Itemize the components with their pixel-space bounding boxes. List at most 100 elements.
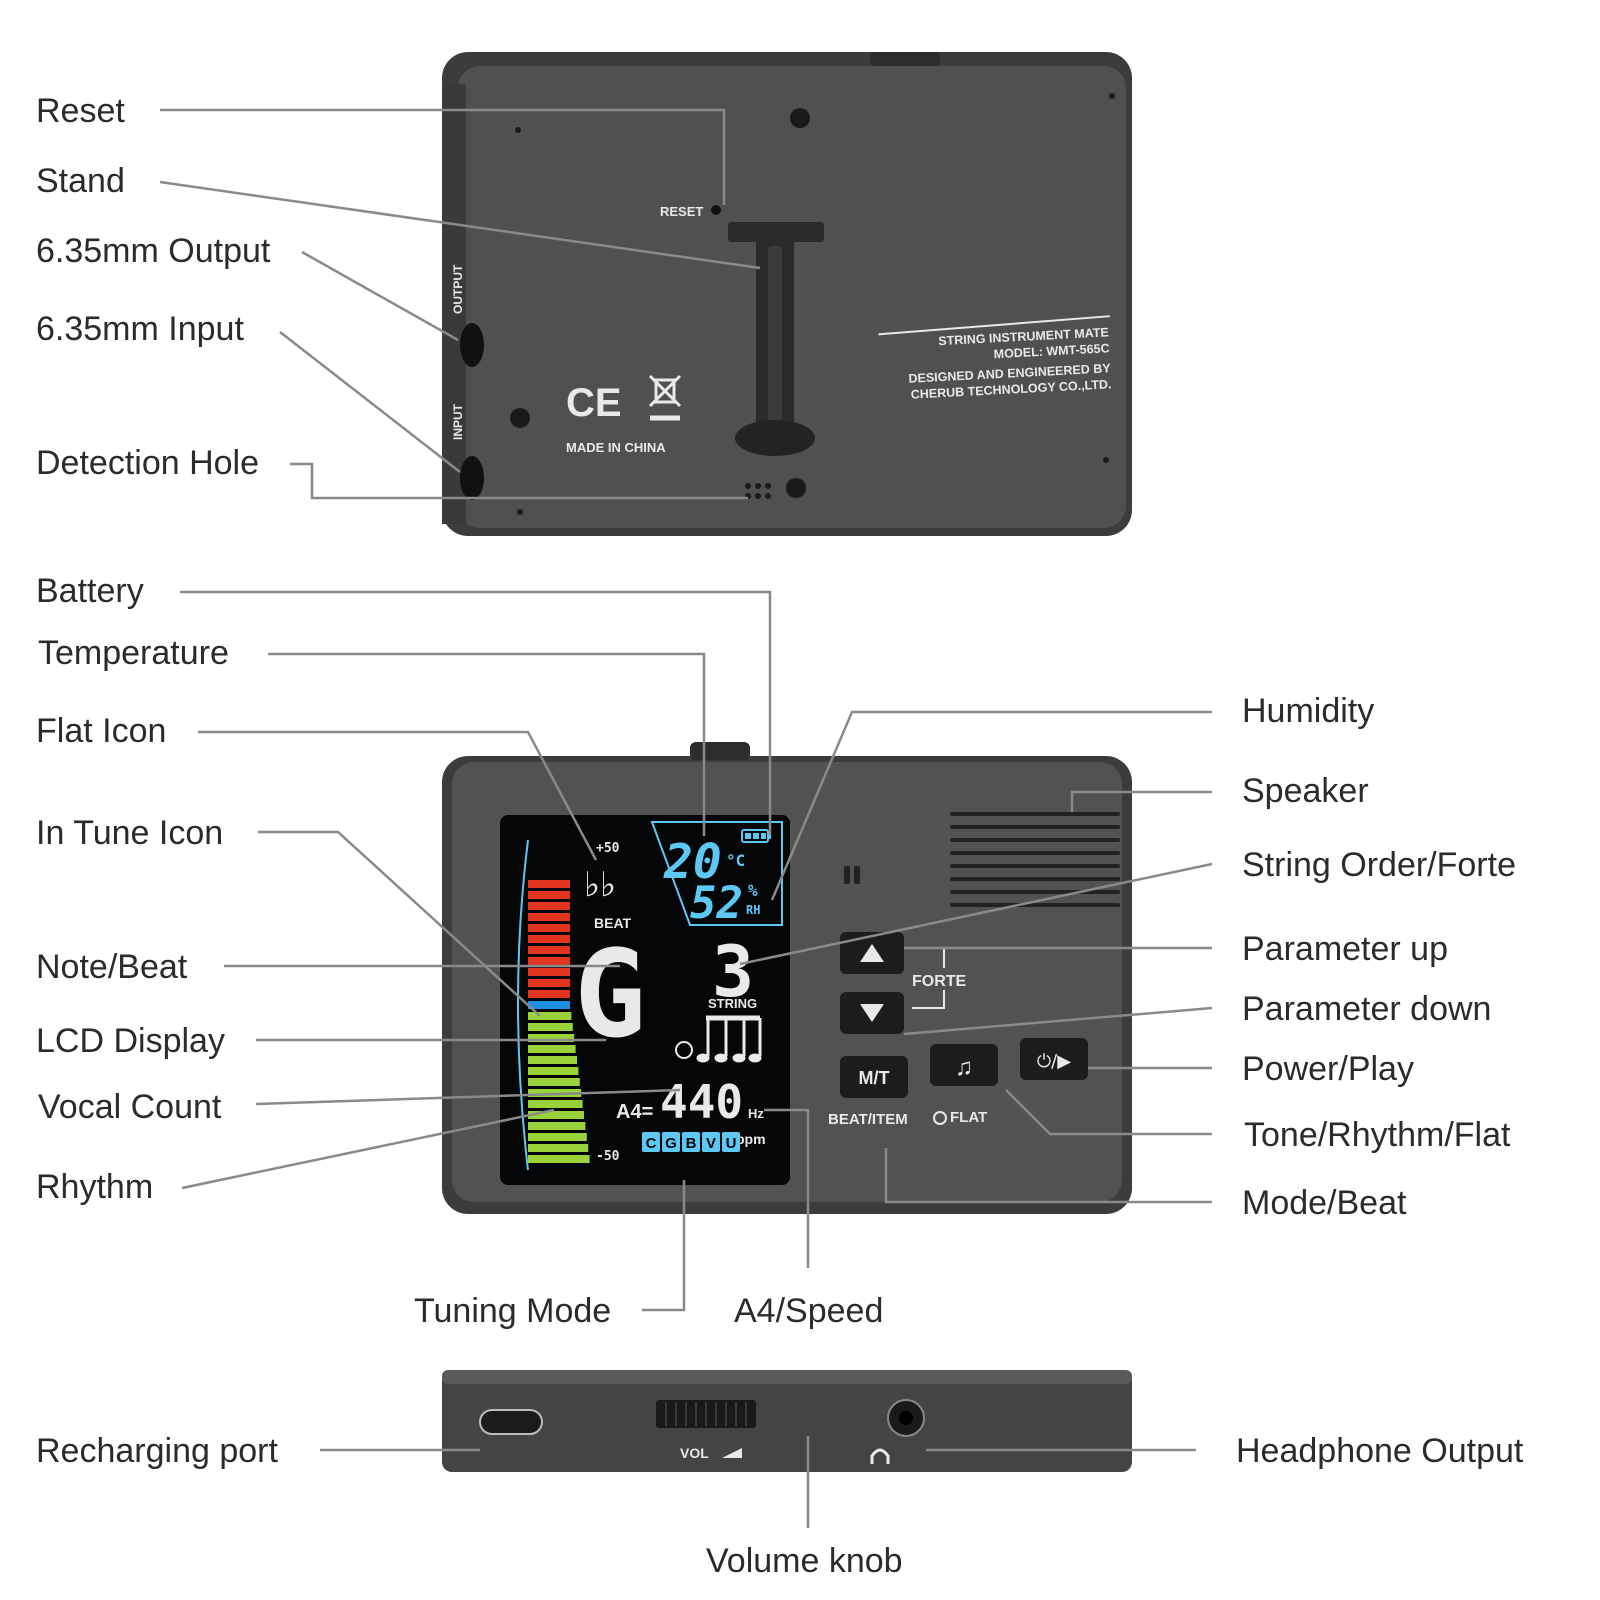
meter-segment xyxy=(528,968,570,976)
callout-detection-hole: Detection Hole xyxy=(36,444,259,482)
speaker-grille xyxy=(950,812,1120,907)
made-in-print: MADE IN CHINA xyxy=(566,440,666,455)
callout-rhythm: Rhythm xyxy=(36,1168,153,1206)
weee-bin-icon xyxy=(648,374,682,421)
meter-segment xyxy=(528,1012,572,1020)
reset-print: RESET xyxy=(660,204,703,219)
mode-box xyxy=(682,1132,700,1152)
string-number: 3 xyxy=(712,931,754,1013)
meter-segment xyxy=(528,935,570,943)
humidity-rh: RH xyxy=(746,903,760,917)
corner-dot xyxy=(517,509,523,515)
callout-parameter-down: Parameter down xyxy=(1242,990,1491,1028)
reset-button[interactable] xyxy=(711,205,721,215)
corner-dot xyxy=(1103,457,1109,463)
mode-beat-button[interactable] xyxy=(840,1056,908,1098)
output-print: OUTPUT xyxy=(451,264,465,314)
back-view: RESET OUTPUT INPUT CE MADE IN CHINA STRI… xyxy=(442,52,1132,536)
knob-ridges xyxy=(665,1402,747,1426)
temperature-value: 20 xyxy=(663,834,722,890)
callout-stand: Stand xyxy=(36,162,125,200)
mode-box xyxy=(662,1132,680,1152)
a4-value: 440 xyxy=(660,1075,743,1129)
stand-foot xyxy=(735,420,815,456)
beat-item-label: BEAT/ITEM xyxy=(828,1111,908,1128)
input-print: INPUT xyxy=(451,403,465,440)
power-play-button[interactable] xyxy=(1020,1038,1088,1080)
output-jack[interactable] xyxy=(460,323,484,367)
mode-box xyxy=(702,1132,720,1152)
mic-slot xyxy=(854,866,860,884)
mode-letter: G xyxy=(665,1135,677,1152)
callout-mode-beat: Mode/Beat xyxy=(1242,1184,1407,1222)
meter-segment xyxy=(528,979,570,987)
music-note-icon: ♫ xyxy=(955,1054,973,1081)
screw-top xyxy=(790,108,810,128)
meter-segment xyxy=(528,1045,576,1053)
meter-segment xyxy=(528,946,570,954)
meter-segment xyxy=(528,1133,587,1141)
ce-mark: CE xyxy=(566,381,622,425)
callout-parameter-up: Parameter up xyxy=(1242,930,1448,968)
callout-volume: Volume knob xyxy=(706,1542,903,1580)
corner-dot xyxy=(515,127,521,133)
climate-frame xyxy=(650,821,783,926)
back-side-edge xyxy=(442,84,466,524)
callout-input: 6.35mm Input xyxy=(36,310,244,348)
mode-letter: U xyxy=(726,1135,737,1152)
forte-label: FORTE xyxy=(912,973,967,990)
tone-rhythm-flat-button[interactable] xyxy=(930,1044,998,1086)
a4-label: A4= xyxy=(616,1101,653,1123)
power-play-icon: ⏻/▶ xyxy=(1037,1051,1071,1072)
edge-body xyxy=(442,1370,1132,1472)
bottom-edge-view: VOL xyxy=(442,1370,1132,1472)
up-arrow-icon xyxy=(860,944,884,962)
meter-segment xyxy=(528,924,570,932)
note-letter: G xyxy=(574,926,646,1065)
mode-box xyxy=(642,1132,660,1152)
callout-power-play: Power/Play xyxy=(1242,1050,1414,1088)
meter-segment xyxy=(528,990,570,998)
callout-note-beat: Note/Beat xyxy=(36,948,188,986)
callout-reset: Reset xyxy=(36,92,125,130)
vol-print: VOL xyxy=(680,1445,709,1461)
callout-in-tune-icon: In Tune Icon xyxy=(36,814,223,852)
hz-label: Hz xyxy=(748,1106,764,1121)
meter-segment xyxy=(528,1023,573,1031)
mode-box xyxy=(722,1132,740,1152)
lcd-arc xyxy=(517,839,529,1171)
meter-segment xyxy=(528,1100,583,1108)
callout-tone-rhythm: Tone/Rhythm/Flat xyxy=(1244,1116,1511,1154)
callout-humidity: Humidity xyxy=(1242,692,1374,730)
recharging-port[interactable] xyxy=(479,1409,543,1435)
callout-recharging: Recharging port xyxy=(36,1432,278,1470)
callout-a4-speed: A4/Speed xyxy=(734,1292,883,1330)
headphone-icon xyxy=(870,1448,890,1464)
screw-left xyxy=(510,408,530,428)
callout-string-order: String Order/Forte xyxy=(1242,846,1516,884)
mode-letter: C xyxy=(646,1135,657,1152)
mode-letter: V xyxy=(706,1135,716,1152)
battery-icon xyxy=(741,829,771,843)
meter-segment xyxy=(528,913,570,921)
plus50-label: +50 xyxy=(596,841,620,856)
flat-icon: ♭♭ xyxy=(584,865,616,905)
meter-segment xyxy=(528,902,570,910)
volume-ramp-icon xyxy=(722,1448,742,1458)
stand-top xyxy=(728,222,824,242)
top-knob-edge xyxy=(870,52,940,66)
temperature-unit: °C xyxy=(726,851,745,870)
rhythm-notes-icon xyxy=(696,1015,762,1063)
top-wheel[interactable] xyxy=(690,742,750,760)
mic-slot xyxy=(844,866,850,884)
input-jack[interactable] xyxy=(460,456,484,500)
callout-lcd-display: LCD Display xyxy=(36,1022,225,1060)
meter-segment xyxy=(528,880,570,888)
mt-label: M/T xyxy=(859,1068,890,1088)
headphone-hole xyxy=(899,1411,913,1425)
callout-vocal-count: Vocal Count xyxy=(38,1088,222,1126)
meter-segment xyxy=(528,957,570,965)
callout-labels: Reset Stand 6.35mm Output 6.35mm Input D… xyxy=(36,92,1524,1580)
